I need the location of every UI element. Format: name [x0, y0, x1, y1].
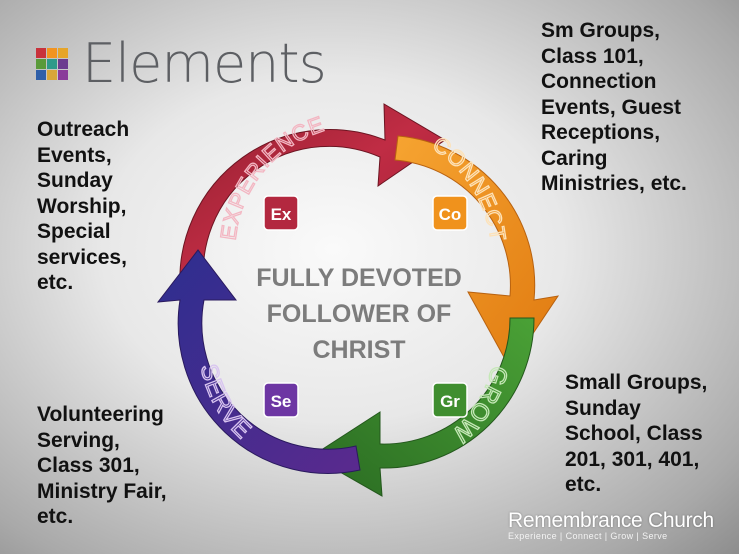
church-tagline: Experience | Connect | Grow | Serve	[508, 531, 668, 541]
serve-arrow	[156, 249, 361, 474]
badge-grow-text: Gr	[440, 392, 460, 411]
logo-square-amber	[58, 48, 68, 58]
logo-square-gold	[47, 70, 57, 80]
logo-wordmark: Elements	[82, 32, 327, 95]
center-line-1: FULLY DEVOTED	[256, 264, 462, 292]
logo-square-red	[36, 48, 46, 58]
badge-grow: Gr	[432, 382, 468, 418]
center-text: FULLY DEVOTED FOLLOWER OF CHRIST	[256, 264, 462, 364]
logo-square-green	[36, 59, 46, 69]
center-line-2: FOLLOWER OF	[267, 300, 452, 328]
experience-notes: Outreach Events, Sunday Worship, Special…	[37, 118, 130, 294]
badge-connect-tile	[432, 195, 468, 231]
badge-experience: Ex	[263, 195, 299, 231]
badge-connect-text: Co	[439, 205, 462, 224]
badge-experience-text: Ex	[271, 205, 292, 224]
connect-arrow	[394, 135, 560, 369]
logo-square-violet	[58, 70, 68, 80]
badge-serve: Se	[263, 382, 299, 418]
experience-arrow	[179, 103, 446, 287]
grow-notes: Small Groups, Sunday School, Class 201, …	[565, 371, 708, 496]
church-branding: Remembrance Church Experience | Connect …	[508, 509, 730, 541]
badge-connect: Co	[432, 195, 468, 231]
badge-grow-tile	[432, 382, 468, 418]
center-line-3: CHRIST	[312, 336, 405, 364]
badge-experience-tile	[263, 195, 299, 231]
grow-arrow	[311, 317, 535, 497]
connect-notes: Sm Groups, Class 101, Connection Events,…	[541, 19, 687, 195]
serve-notes: Volunteering Serving, Class 301, Ministr…	[37, 403, 167, 528]
church-name: Remembrance Church	[508, 509, 714, 532]
logo-square-teal	[47, 59, 57, 69]
logo-square-blue	[36, 70, 46, 80]
badge-serve-tile	[263, 382, 299, 418]
logo-square-purple	[58, 59, 68, 69]
badge-serve-text: Se	[271, 392, 292, 411]
logo-square-orange	[47, 48, 57, 58]
